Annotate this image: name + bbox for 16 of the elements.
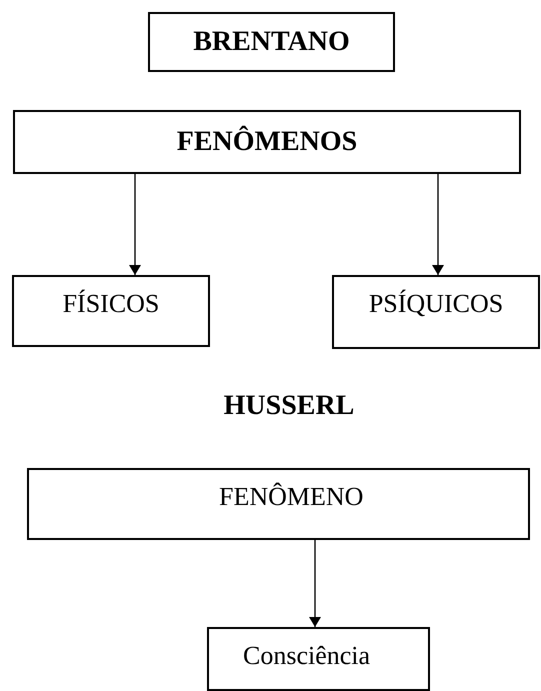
box-label: FÍSICOS	[62, 291, 160, 317]
concept-box	[27, 468, 530, 540]
box-label: FENÔMENO	[219, 484, 364, 510]
arrow	[129, 174, 141, 275]
section-heading: HUSSERL	[222, 392, 356, 420]
concept-box	[207, 627, 430, 691]
arrow	[432, 174, 444, 275]
arrow	[309, 540, 321, 627]
concept-box	[148, 12, 395, 72]
box-label: BRENTANO	[193, 28, 350, 56]
concept-box	[332, 275, 540, 349]
box-label: FENÔMENOS	[176, 128, 358, 156]
box-label: Consciência	[243, 643, 370, 669]
box-label: PSÍQUICOS	[368, 291, 504, 317]
concept-box	[12, 275, 210, 347]
concept-box	[13, 110, 521, 174]
